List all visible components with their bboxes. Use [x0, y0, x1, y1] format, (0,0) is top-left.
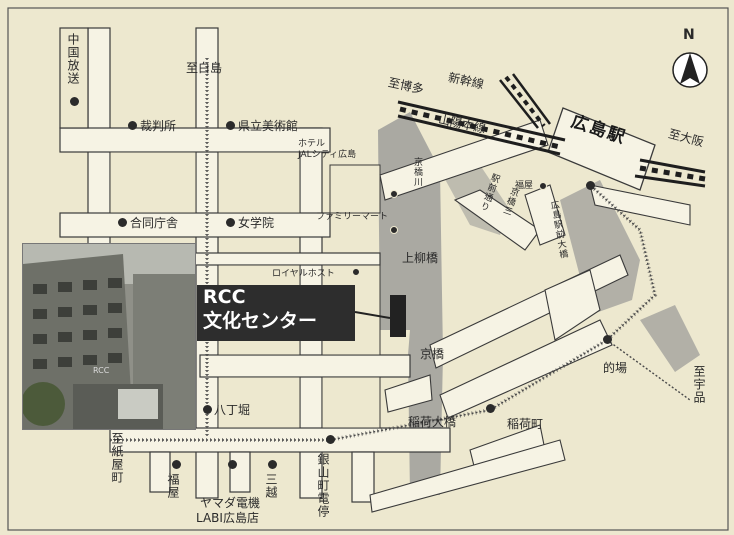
saibansho-label: 裁判所 — [140, 119, 177, 133]
kyobashi-label: 京橋 — [420, 347, 445, 361]
yamada-dot — [228, 460, 237, 469]
jogakuin-dot — [226, 218, 235, 227]
royal-host-label: ロイヤルホスト — [272, 269, 335, 279]
inaricho-label: 稲荷町 — [507, 417, 544, 431]
godo-chosha-dot — [118, 218, 127, 227]
jal-city-dot — [390, 190, 398, 198]
chugoku-hoso-dot — [70, 97, 79, 106]
matoba-dot — [603, 335, 612, 344]
photo-sign: RCC — [93, 366, 110, 375]
rail-yard — [560, 180, 640, 315]
venue-callout: RCC 文化センター — [197, 285, 355, 341]
inaricho-dot — [486, 404, 495, 413]
godo-chosha-label: 合同庁舎 — [130, 216, 179, 230]
matoba-label: 的場 — [603, 361, 628, 375]
to-ujina-label: 至宇品 — [692, 365, 706, 404]
rcc-building — [390, 295, 406, 337]
to-hakushima-label: 至白島 — [186, 61, 223, 75]
hotel-label: ホテル — [298, 139, 326, 149]
fukuya-ekimae-label: 福屋 — [515, 181, 534, 191]
ekimae-stop-dot — [586, 181, 595, 190]
bijutsukan-dot — [226, 121, 235, 130]
fukuya-label: 福屋 — [166, 473, 180, 499]
yamada-label: ヤマダ電機 — [200, 496, 261, 510]
compass — [672, 52, 708, 88]
fukuya-dot — [172, 460, 181, 469]
chugoku-hoso-label: 中国放送 — [66, 33, 80, 85]
mitsukoshi-dot — [268, 460, 277, 469]
venue-line1: RCC — [203, 286, 246, 308]
hatchobori-label: 八丁堀 — [214, 403, 251, 417]
map-frame — [7, 7, 729, 531]
royal-host-dot — [352, 268, 360, 276]
fukuya-ekimae-dot — [539, 182, 547, 190]
family-mart-dot — [390, 226, 398, 234]
river-label: 京橋川 — [412, 157, 422, 187]
labi-label: LABI広島店 — [196, 511, 259, 525]
compass-label: N — [683, 27, 695, 43]
jogakuin-label: 女学院 — [238, 216, 275, 230]
building-photo: RCC — [22, 243, 196, 430]
kanayamacho-label: 銀山町電停 — [316, 453, 330, 518]
family-mart-label: ファミリーマート — [316, 212, 389, 222]
jal-city-label: JALシティ広島 — [298, 150, 357, 160]
hatchobori-dot — [203, 405, 212, 414]
kanayamacho-dot — [326, 435, 335, 444]
mitsukoshi-label: 三越 — [264, 473, 278, 499]
saibansho-dot — [128, 121, 137, 130]
venue-line2: 文化センター — [203, 310, 318, 332]
kamiyanagi-label: 上柳橋 — [402, 251, 439, 265]
rail-yard-2 — [640, 305, 700, 372]
to-kamiyacho-label: 至紙屋町 — [110, 432, 124, 484]
inari-ohashi-label: 稲荷大橋 — [408, 415, 457, 429]
bijutsukan-label: 県立美術館 — [238, 119, 299, 133]
